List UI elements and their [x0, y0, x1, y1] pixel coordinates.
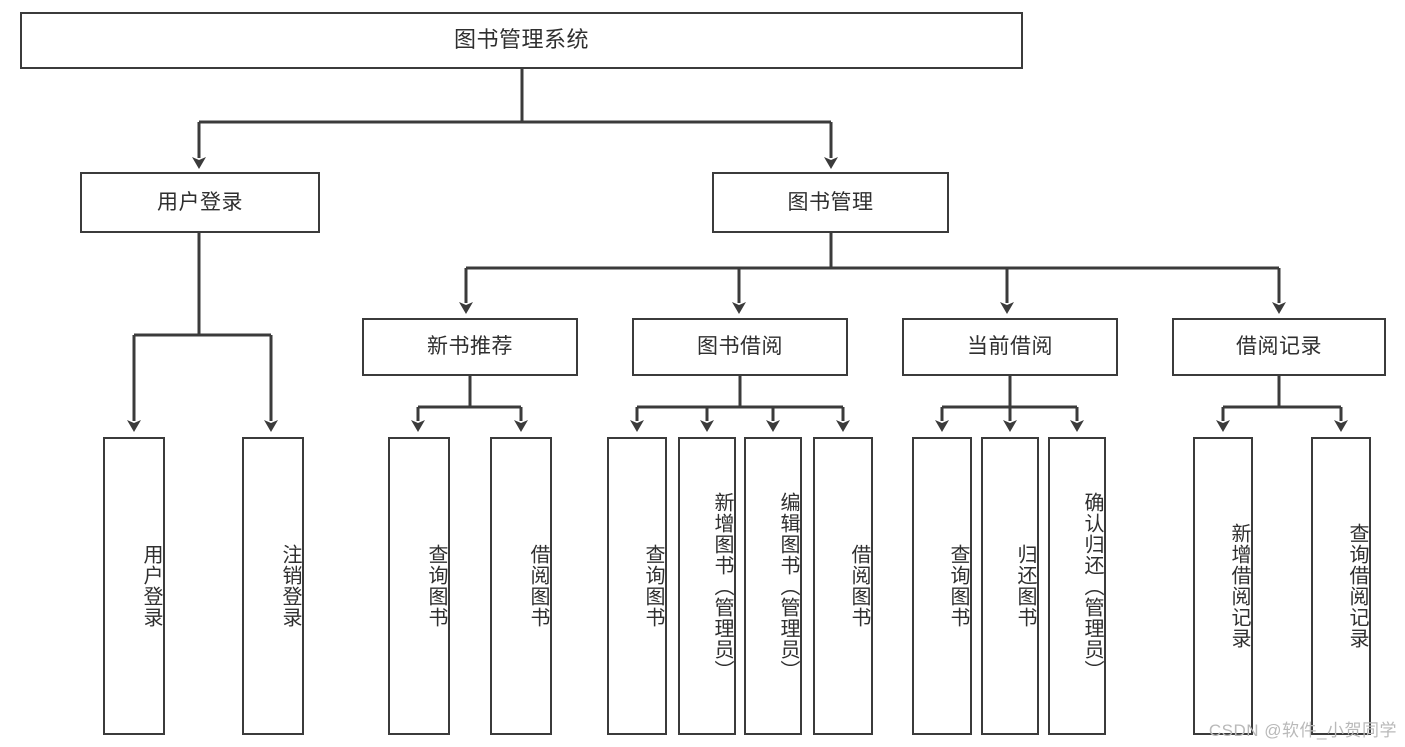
- node-label: 查询图书: [642, 544, 664, 628]
- node-borrow-record[interactable]: 借阅记录: [1172, 318, 1386, 376]
- leaf-add-book-admin[interactable]: 新增图书（管理员）: [678, 437, 736, 735]
- node-label: 查询图书: [947, 544, 969, 628]
- leaf-recommend-borrow-book[interactable]: 借阅图书: [490, 437, 552, 735]
- node-label: 当前借阅: [967, 335, 1053, 359]
- node-label: 新增借阅记录: [1228, 523, 1250, 649]
- node-book-borrow[interactable]: 图书借阅: [632, 318, 848, 376]
- leaf-add-borrow-record[interactable]: 新增借阅记录: [1193, 437, 1253, 735]
- node-label: 借阅记录: [1236, 335, 1322, 359]
- leaf-logout[interactable]: 注销登录: [242, 437, 304, 735]
- node-label: 确认归还（管理员）: [1081, 491, 1103, 681]
- node-label: 借阅图书: [848, 544, 870, 628]
- node-label: 归还图书: [1014, 544, 1036, 628]
- node-label: 图书管理: [787, 190, 874, 214]
- node-label: 查询图书: [425, 544, 447, 628]
- leaf-borrow-query-book[interactable]: 查询图书: [607, 437, 667, 735]
- node-label: 用户登录: [157, 190, 243, 214]
- leaf-edit-book-admin[interactable]: 编辑图书（管理员）: [744, 437, 802, 735]
- node-label: 编辑图书（管理员）: [777, 491, 799, 681]
- node-root-system[interactable]: 图书管理系统: [20, 12, 1023, 69]
- leaf-confirm-return-admin[interactable]: 确认归还（管理员）: [1048, 437, 1106, 735]
- node-new-book-recommend[interactable]: 新书推荐: [362, 318, 578, 376]
- node-book-management-module[interactable]: 图书管理: [712, 172, 949, 233]
- node-label: 用户登录: [140, 544, 162, 628]
- node-label: 借阅图书: [527, 544, 549, 628]
- node-current-borrow[interactable]: 当前借阅: [902, 318, 1118, 376]
- leaf-user-login[interactable]: 用户登录: [103, 437, 165, 735]
- node-label: 查询借阅记录: [1346, 523, 1368, 649]
- leaf-query-borrow-record[interactable]: 查询借阅记录: [1311, 437, 1371, 735]
- leaf-current-query-book[interactable]: 查询图书: [912, 437, 972, 735]
- node-label: 注销登录: [279, 544, 301, 628]
- node-label: 新增图书（管理员）: [711, 491, 733, 681]
- leaf-recommend-query-book[interactable]: 查询图书: [388, 437, 450, 735]
- node-label: 图书借阅: [697, 335, 783, 359]
- node-user-login-module[interactable]: 用户登录: [80, 172, 320, 233]
- node-label: 图书管理系统: [453, 27, 589, 53]
- csdn-watermark: CSDN @软件_小贺同学: [1208, 721, 1397, 740]
- node-label: 新书推荐: [427, 335, 513, 359]
- leaf-borrow-book[interactable]: 借阅图书: [813, 437, 873, 735]
- leaf-return-book[interactable]: 归还图书: [981, 437, 1039, 735]
